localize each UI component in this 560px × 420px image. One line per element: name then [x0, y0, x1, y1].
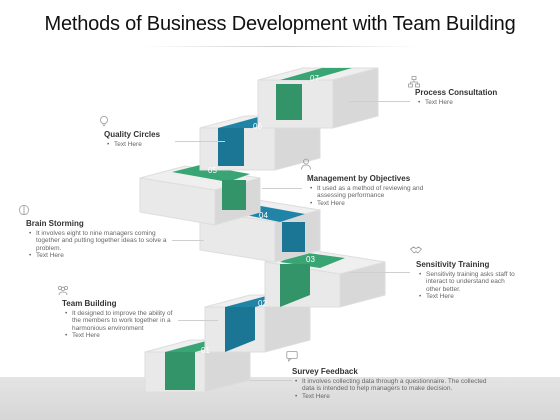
- leader-line-01: [250, 380, 292, 381]
- item-bullet: It involves collecting data through a qu…: [295, 378, 492, 393]
- item-heading: Team Building: [62, 299, 117, 308]
- item-bullet: Text Here: [310, 200, 429, 208]
- item-heading: Process Consultation: [415, 88, 498, 97]
- item-process-consultation: Process Consultation Text Here: [415, 89, 525, 106]
- item-heading: Brain Storming: [26, 219, 84, 228]
- team-icon: [57, 286, 69, 296]
- step-front-03: [280, 264, 310, 307]
- step-block-05: [139, 165, 261, 226]
- title-divider: [140, 46, 420, 47]
- item-bullet: Text Here: [295, 393, 492, 401]
- step-number-05: 05: [208, 166, 217, 175]
- item-brain-storming: Brain Storming It involves eight to nine…: [26, 220, 170, 260]
- step-block-03: [264, 249, 386, 308]
- step-tread-07: [280, 68, 352, 80]
- item-bullet: It involves eight to nine managers comin…: [29, 230, 170, 253]
- item-bullet: Text Here: [107, 141, 184, 149]
- item-heading: Survey Feedback: [292, 367, 358, 376]
- step-front-05: [222, 180, 246, 210]
- lightbulb-icon: [100, 116, 108, 126]
- item-bullet: It designed to improve the ability of th…: [65, 310, 178, 333]
- item-bullet: It used as a method of reviewing and ass…: [310, 185, 429, 200]
- step-front-04: [282, 222, 305, 252]
- page-title: Methods of Business Development with Tea…: [44, 13, 516, 35]
- item-heading: Quality Circles: [104, 130, 161, 139]
- step-number-04: 04: [259, 211, 268, 220]
- item-sensitivity-training: Sensitivity Training Sensitivity trainin…: [416, 261, 516, 301]
- step-block-07: [257, 67, 379, 129]
- item-bullet: Text Here: [419, 293, 516, 301]
- item-team-building: Team Building It designed to improve the…: [62, 300, 178, 340]
- item-management-by-objectives: Management by Objectives It used as a me…: [307, 175, 429, 207]
- item-bullet: Text Here: [29, 252, 170, 260]
- chat-icon: [286, 351, 298, 362]
- step-number-06: 06: [253, 122, 262, 131]
- leader-line-03: [350, 272, 410, 273]
- item-bullet: Text Here: [65, 332, 178, 340]
- leader-line-06: [175, 141, 225, 142]
- item-heading: Sensitivity Training: [416, 260, 490, 269]
- item-bullet: Text Here: [418, 99, 525, 107]
- leader-line-07: [348, 101, 410, 102]
- step-number-07: 07: [310, 74, 319, 83]
- step-front-02: [225, 307, 255, 352]
- item-quality-circles: Quality Circles Text Here: [104, 131, 184, 148]
- item-bullet: Sensitivity training asks staff to inter…: [419, 271, 516, 294]
- step-front-06: [218, 128, 244, 166]
- step-number-01: 01: [201, 346, 210, 355]
- step-tread-05: [172, 165, 250, 182]
- person-icon: [301, 158, 311, 170]
- handshake-icon: [410, 246, 422, 254]
- leader-line-02: [178, 320, 218, 321]
- brain-icon: [19, 205, 29, 215]
- step-front-07: [276, 84, 302, 120]
- leader-line-05: [262, 188, 302, 189]
- item-heading: Management by Objectives: [307, 174, 411, 183]
- network-icon: [408, 76, 420, 88]
- step-front-01: [165, 352, 195, 390]
- step-number-03: 03: [306, 255, 315, 264]
- step-block-06: [199, 115, 321, 171]
- step-number-02: 02: [258, 299, 267, 308]
- item-survey-feedback: Survey Feedback It involves collecting d…: [292, 368, 492, 400]
- leader-line-04: [172, 240, 204, 241]
